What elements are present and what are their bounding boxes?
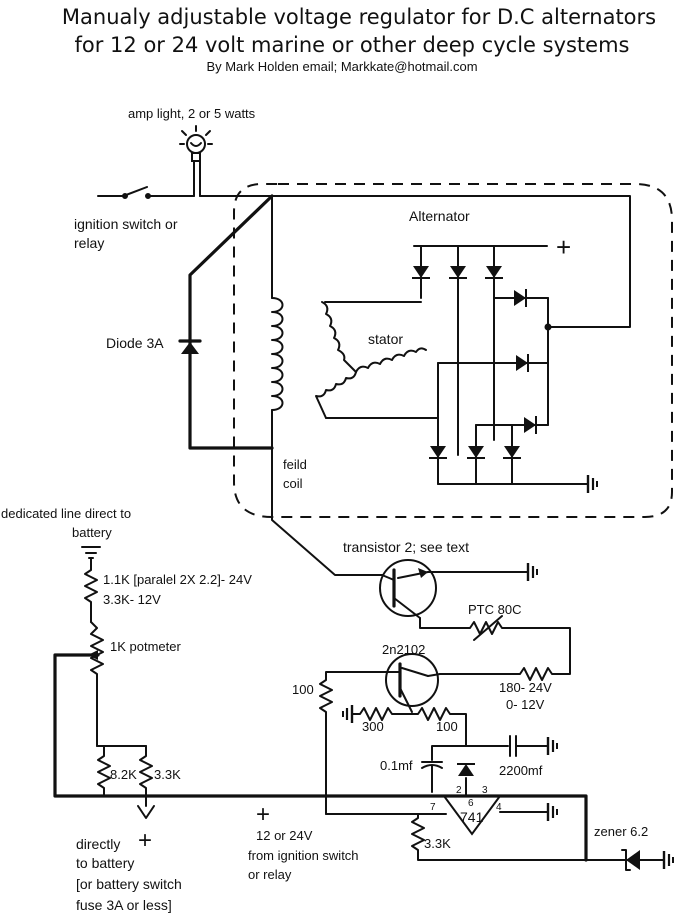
transistor-2 <box>379 559 529 619</box>
ign-input-line-2: from ignition switch <box>248 848 359 863</box>
opamp-input-diode <box>456 763 476 777</box>
title-line-2: for 12 or 24 volt marine or other deep c… <box>75 33 630 57</box>
plus-ignition: + <box>256 801 270 828</box>
t1-label: 2n2102 <box>382 642 425 657</box>
dedicated-line-label-1: dedicated line direct to <box>1 506 131 521</box>
field-diode-3a <box>178 194 274 450</box>
ignition-switch-icon <box>97 186 273 199</box>
ground-icon-alternator <box>586 473 599 495</box>
pin-6-label: 6 <box>468 798 474 809</box>
pin-7-label: 7 <box>430 802 436 813</box>
alternator-label: Alternator <box>409 208 470 224</box>
r300-label: 300 <box>362 719 384 734</box>
ground-icon-cap <box>546 735 559 757</box>
battery-label-3: [or battery switch <box>76 876 182 892</box>
transistor-2n2102 <box>385 653 441 713</box>
res-24v-label: 1.1K [paralel 2X 2.2]- 24V <box>103 572 252 587</box>
lamp-icon <box>179 125 213 197</box>
ptc-thermistor <box>419 615 571 675</box>
capacitor-2200mf <box>465 735 549 757</box>
diode-3a-label: Diode 3A <box>106 335 164 351</box>
ign-input-line-1: 12 or 24V <box>256 828 313 843</box>
c01-label: 0.1mf <box>380 758 413 773</box>
r100-mid-label: 100 <box>436 719 458 734</box>
potmeter-wiper[interactable] <box>88 650 98 660</box>
r82k-label: 8.2K <box>110 767 137 782</box>
r180-label: 180- 24V <box>499 680 552 695</box>
pin-2-label: 2 <box>456 785 462 796</box>
battery-label-1: directly <box>76 836 120 852</box>
ignition-label-line-2: relay <box>74 235 104 251</box>
ptc-label: PTC 80C <box>468 602 521 617</box>
plus-battery: + <box>138 827 152 854</box>
res-12v-label: 3.3K- 12V <box>103 592 161 607</box>
opamp-label: 741 <box>460 809 484 825</box>
r33k-lower-label: 3.3K <box>424 836 451 851</box>
plus-output-label: + <box>556 232 571 262</box>
ground-icon-transistor-2 <box>526 561 539 583</box>
ground-icon-opamp <box>546 801 559 823</box>
potmeter-label: 1K potmeter <box>110 639 181 654</box>
battery-terminal-icon <box>81 546 101 559</box>
amp-light-label: amp light, 2 or 5 watts <box>128 106 256 121</box>
lower-diode-bank <box>428 362 589 485</box>
dedicated-line-label-2: battery <box>72 525 112 540</box>
ign-input-line-3: or relay <box>248 867 292 882</box>
pin-3-label: 3 <box>482 785 488 796</box>
ground-icon-300 <box>341 703 354 725</box>
c2200-label: 2200mf <box>499 763 543 778</box>
transistor-2-label: transistor 2; see text <box>343 539 469 555</box>
field-coil-label-2: coil <box>283 476 303 491</box>
title-line-1: Manualy adjustable voltage regulator for… <box>62 5 656 29</box>
author-credit: By Mark Holden email; Markkate@hotmail.c… <box>206 59 477 74</box>
zener-label: zener 6.2 <box>594 824 648 839</box>
zener-diode <box>621 849 665 871</box>
upper-diode-bank <box>411 245 504 456</box>
alternator-outline <box>233 183 673 518</box>
pin-4-label: 4 <box>496 802 502 813</box>
capacitor-0-1mf <box>421 745 467 793</box>
battery-label-4: fuse 3A or less] <box>76 897 172 913</box>
stator-windings <box>315 301 439 419</box>
ground-icon-zener <box>662 849 675 871</box>
ignition-label-line-1: ignition switch or <box>74 216 178 232</box>
r33k-upper-label: 3.3K <box>154 767 181 782</box>
r0-label: 0- 12V <box>506 697 545 712</box>
field-coil <box>271 195 284 459</box>
stator-label: stator <box>368 331 403 347</box>
battery-label-2: to battery <box>76 855 134 871</box>
field-coil-label-1: feild <box>283 457 307 472</box>
r100-left-label: 100 <box>292 682 314 697</box>
